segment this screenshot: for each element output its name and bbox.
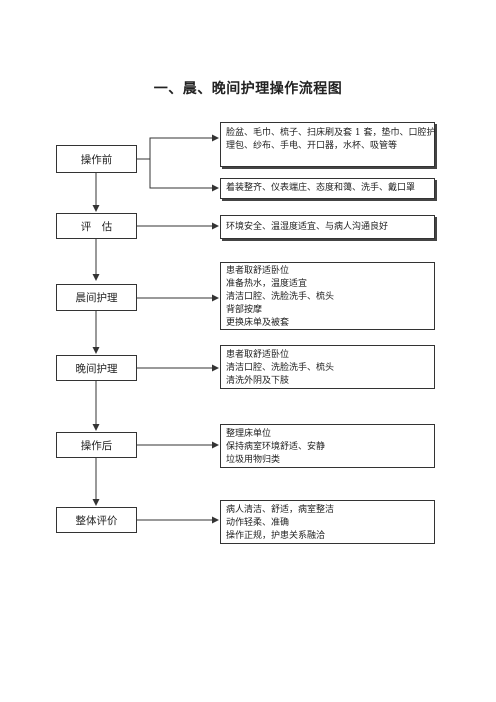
detail-box-attire: 着装整齐、仪表端庄、态度和蔼、洗手、戴口罩 [220, 178, 435, 199]
detail-box-after-operation: 整理床单位 保持病室环境舒适、安静 垃圾用物归类 [220, 424, 435, 468]
step-box-after-operation: 操作后 [56, 432, 137, 458]
step-box-evening-care: 晚间护理 [56, 355, 137, 381]
page-title: 一、晨、晚间护理操作流程图 [153, 81, 343, 97]
step-box-morning-care: 晨间护理 [56, 284, 137, 311]
connector-arrow [137, 134, 219, 160]
detail-box-assessment: 环境安全、温湿度适宜、与病人沟通良好 [220, 215, 435, 239]
step-box-overall-evaluation: 整体评价 [56, 507, 137, 533]
detail-box-morning-care: 患者取舒适卧位 准备热水，温度适宜 清洁口腔、洗脸洗手、梳头 背部按摩 更换床单… [220, 262, 435, 330]
step-box-before-operation: 操作前 [56, 145, 137, 173]
detail-box-evening-care: 患者取舒适卧位 清洁口腔、洗脸洗手、梳头 清洗外阴及下肢 [220, 345, 435, 389]
detail-box-supplies: 脸盆、毛巾、梳子、扫床刷及套 1 套，垫巾、口腔护 理包、纱布、手电、开口器，水… [220, 122, 435, 167]
detail-box-overall-evaluation: 病人清洁、舒适，病室整洁 动作轻柔、准确 操作正规，护患关系融洽 [220, 500, 435, 544]
connector-arrow [149, 159, 219, 192]
step-box-assessment: 评 估 [56, 213, 137, 239]
